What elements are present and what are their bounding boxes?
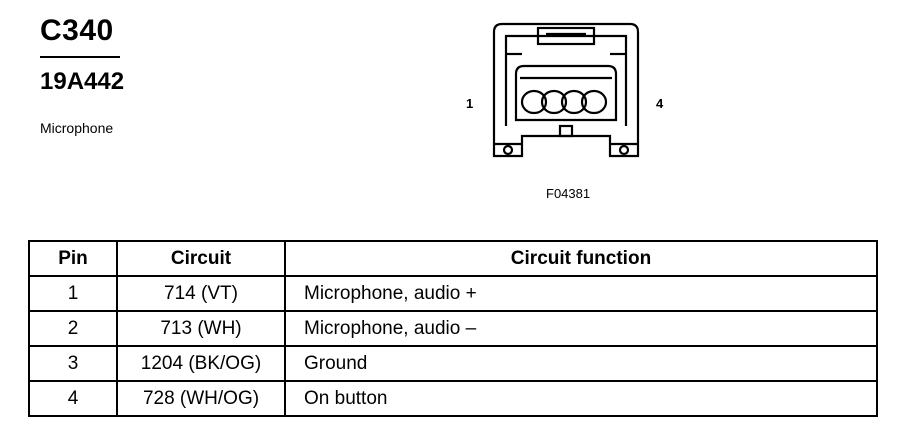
figure-code: F04381 [546, 186, 591, 201]
connector-face-diagram [492, 22, 640, 158]
table-row: 3 1204 (BK/OG) Ground [28, 345, 878, 382]
cell-function: Microphone, audio + [284, 275, 878, 312]
cell-circuit: 714 (VT) [116, 275, 286, 312]
cell-circuit: 1204 (BK/OG) [116, 345, 286, 382]
cell-function: On button [284, 380, 878, 417]
table-header-row: Pin Circuit Circuit function [28, 240, 878, 277]
connector-id: C340 [40, 14, 114, 47]
cell-pin: 2 [28, 310, 118, 347]
cell-pin: 4 [28, 380, 118, 417]
pin-table: Pin Circuit Circuit function 1 714 (VT) … [28, 240, 878, 417]
cell-pin: 1 [28, 275, 118, 312]
part-number: 19A442 [40, 68, 125, 95]
pin-4-marker: 4 [656, 96, 664, 111]
header-circuit: Circuit [116, 240, 286, 277]
table-row: 1 714 (VT) Microphone, audio + [28, 275, 878, 312]
cell-circuit: 713 (WH) [116, 310, 286, 347]
connector-id-underline [40, 56, 120, 58]
cell-pin: 3 [28, 345, 118, 382]
table-row: 4 728 (WH/OG) On button [28, 380, 878, 417]
table-row: 2 713 (WH) Microphone, audio – [28, 310, 878, 347]
connector-description: Microphone [40, 120, 114, 136]
cell-function: Ground [284, 345, 878, 382]
header-circuit-function: Circuit function [284, 240, 878, 277]
pin-1-marker: 1 [466, 96, 474, 111]
cell-circuit: 728 (WH/OG) [116, 380, 286, 417]
cell-function: Microphone, audio – [284, 310, 878, 347]
header-pin: Pin [28, 240, 118, 277]
